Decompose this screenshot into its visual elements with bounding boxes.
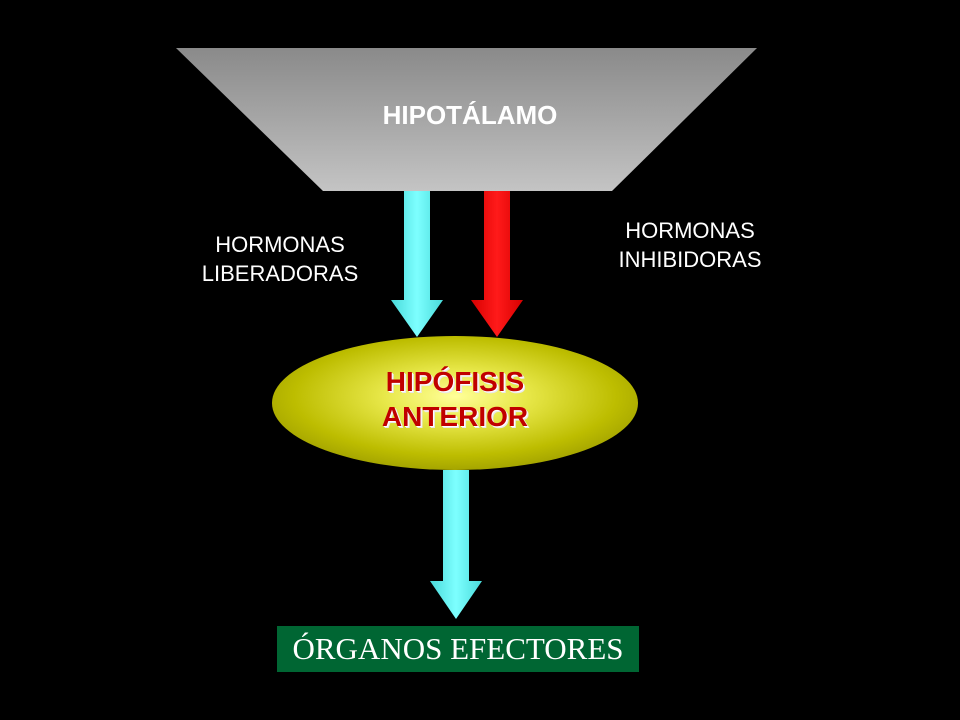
inhibiting-hormones-line1: HORMONAS	[625, 218, 755, 243]
releasing-hormones-arrow	[391, 191, 443, 337]
releasing-hormones-line1: HORMONAS	[215, 232, 345, 257]
anterior-pituitary-oval	[272, 336, 638, 470]
inhibiting-hormones-arrow	[471, 191, 523, 337]
releasing-hormones-label: HORMONAS LIBERADORAS	[160, 230, 400, 288]
releasing-hormones-line2: LIBERADORAS	[201, 261, 359, 286]
hypothalamus-label: HIPOTÁLAMO	[382, 100, 558, 130]
effector-organs-label: ÓRGANOS EFECTORES	[292, 631, 624, 666]
effector-organs-box: ÓRGANOS EFECTORES	[277, 626, 639, 672]
anterior-pituitary-line2: ANTERIOR	[381, 401, 529, 432]
effector-output-arrow	[430, 470, 482, 619]
anterior-pituitary-line1: HIPÓFISIS	[385, 366, 525, 397]
inhibiting-hormones-label: HORMONAS INHIBIDORAS	[570, 216, 810, 274]
anterior-pituitary-label: HIPÓFISIS ANTERIOR	[300, 364, 610, 434]
hypothalamus-trapezoid	[176, 48, 757, 191]
inhibiting-hormones-line2: INHIBIDORAS	[618, 247, 762, 272]
